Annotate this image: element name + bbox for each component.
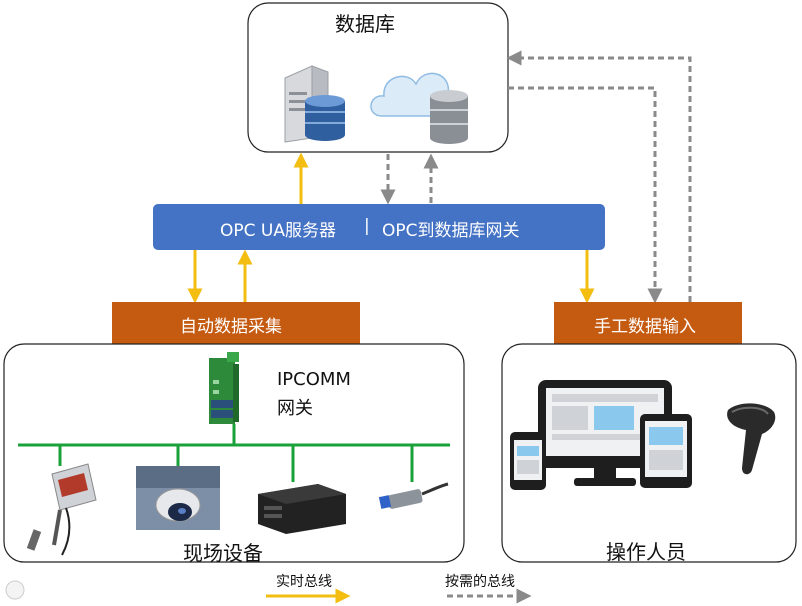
field-bus: [18, 424, 450, 482]
opc-server-bar: [153, 204, 605, 250]
corner-badge-icon: [5, 580, 25, 600]
manual-input-bar: [554, 302, 742, 344]
server-database-icon: [284, 65, 345, 143]
opc-db-gateway-label: OPC到数据库网关: [382, 221, 520, 241]
server-bar-separator: |: [364, 216, 370, 236]
ondemand-arrow-db-to-manual: [508, 86, 663, 304]
industrial-pc-icon: [258, 484, 346, 534]
auto-collect-label: 自动数据采集: [180, 317, 282, 337]
database-title: 数据库: [335, 12, 395, 36]
cloud-database-icon: [370, 72, 468, 144]
dome-camera-icon: [136, 466, 220, 530]
operators-title: 操作人员: [606, 540, 686, 564]
barcode-scanner-icon: [727, 403, 776, 475]
ipcomm-name: IPCOMM: [277, 369, 351, 390]
field-equipment-box: [3, 343, 465, 563]
sensor-icon: [26, 463, 97, 556]
manual-input-label: 手工数据输入: [594, 317, 696, 337]
legend-realtime-label: 实时总线: [276, 574, 332, 590]
opc-ua-server-label: OPC UA服务器: [220, 221, 336, 241]
field-equipment-title: 现场设备: [183, 541, 263, 565]
auto-collect-bar: [112, 302, 360, 344]
ipcomm-sub: 网关: [277, 398, 313, 419]
proximity-sensor-icon: [378, 482, 449, 509]
legend-ondemand-label: 按需的总线: [445, 574, 515, 590]
ipcomm-gateway-icon: [209, 352, 239, 424]
devices-icon: [510, 380, 692, 490]
ondemand-arrow-manual-to-db: [506, 50, 692, 302]
